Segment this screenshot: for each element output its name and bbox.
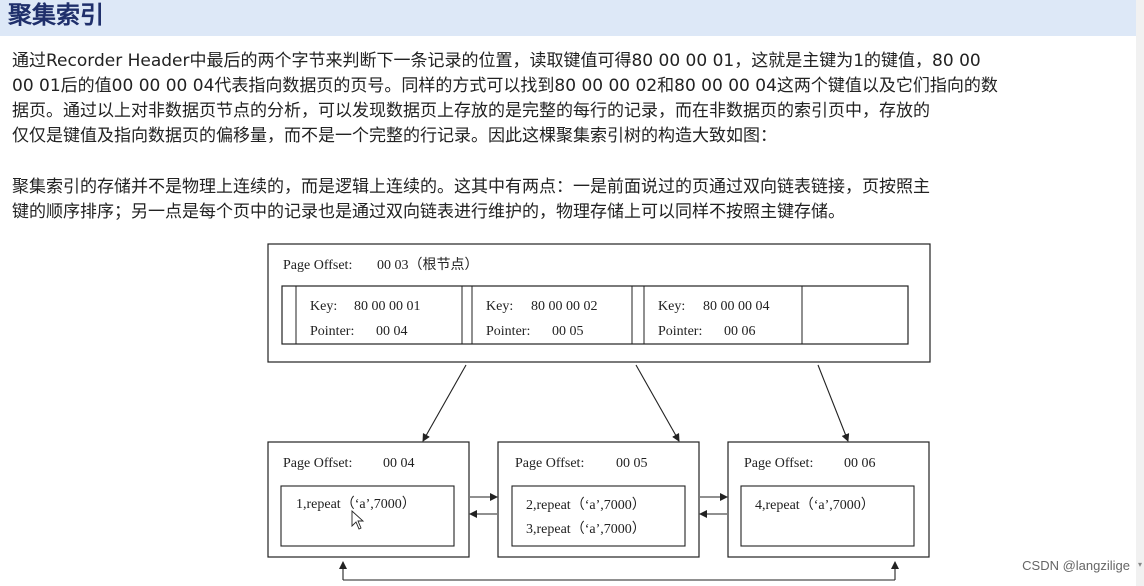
leaf-records-box	[511, 485, 686, 547]
root-entry-pointer: 00 06	[724, 324, 756, 339]
root-entry-key: 80 00 00 02	[531, 299, 598, 314]
root-offset-label: Page Offset:	[283, 258, 352, 273]
leaf-record: 1,repeat（‘a’,7000）	[296, 496, 416, 512]
leaf-records-box	[740, 485, 915, 547]
leaf-offset-label: Page Offset:	[515, 456, 584, 471]
paragraph-2: 聚集索引的存储并不是物理上连续的，而是逻辑上连续的。这其中有两点：一是前面说过的…	[12, 175, 1144, 225]
root-entry-key-label: Key:	[658, 299, 685, 314]
leaf-offset-value: 00 06	[844, 456, 876, 471]
root-entry-pointer-label: Pointer:	[310, 324, 354, 339]
page-title: 聚集索引	[8, 1, 104, 29]
pointer-arrow	[422, 364, 467, 442]
paragraph-1-line: 据页。通过以上对非数据页节点的分析，可以发现数据页上存放的是完整的每行的记录，而…	[12, 101, 930, 121]
root-entry-key: 80 00 00 04	[703, 299, 770, 314]
watermark: CSDN @langzilige	[1022, 558, 1130, 573]
leaf-offset-label: Page Offset:	[283, 456, 352, 471]
root-offset-value: 00 03（根节点）	[377, 257, 479, 273]
leaf-record: 2,repeat（‘a’,7000）	[526, 497, 646, 513]
paragraph-1-line: 00 01后的值00 00 00 04代表指向数据页的页号。同样的方式可以找到8…	[12, 76, 998, 96]
paragraph-2-line: 键的顺序排序；另一点是每个页中的记录也是通过双向链表进行维护的，物理存储上可以同…	[12, 202, 845, 222]
scroll-down-arrow-icon[interactable]: ▾	[1137, 560, 1142, 569]
root-entry-pointer-label: Pointer:	[486, 324, 530, 339]
paragraph-1-line: 通过Recorder Header中最后的两个字节来判断下一条记录的位置，读取键…	[12, 51, 981, 71]
vertical-scrollbar[interactable]	[1136, 0, 1144, 586]
leaf-offset-value: 00 04	[383, 456, 415, 471]
section-header-bar: 聚集索引	[0, 0, 1136, 36]
root-entry-pointer-label: Pointer:	[658, 324, 702, 339]
root-entry-key-label: Key:	[486, 299, 513, 314]
paragraph-2-line: 聚集索引的存储并不是物理上连续的，而是逻辑上连续的。这其中有两点：一是前面说过的…	[12, 177, 930, 197]
root-entry-pointer: 00 05	[552, 324, 584, 339]
leaf-offset-label: Page Offset:	[744, 456, 813, 471]
pointer-arrow	[817, 364, 850, 442]
paragraph-1-line: 仅仅是键值及指向数据页的偏移量，而不是一个完整的行记录。因此这棵聚集索引树的构造…	[12, 126, 777, 146]
root-entry-key-label: Key:	[310, 299, 337, 314]
pointer-arrow	[635, 364, 680, 442]
mouse-cursor-icon	[351, 509, 365, 530]
root-entry-key: 80 00 00 01	[354, 299, 421, 314]
root-entries-box	[281, 285, 909, 345]
paragraph-1: 通过Recorder Header中最后的两个字节来判断下一条记录的位置，读取键…	[12, 49, 1144, 149]
leaf-offset-value: 00 05	[616, 456, 648, 471]
root-entry-pointer: 00 04	[376, 324, 408, 339]
leaf-record: 3,repeat（‘a’,7000）	[526, 521, 646, 537]
leaf-records-box	[280, 485, 455, 547]
leaf-record: 4,repeat（‘a’,7000）	[755, 497, 875, 513]
